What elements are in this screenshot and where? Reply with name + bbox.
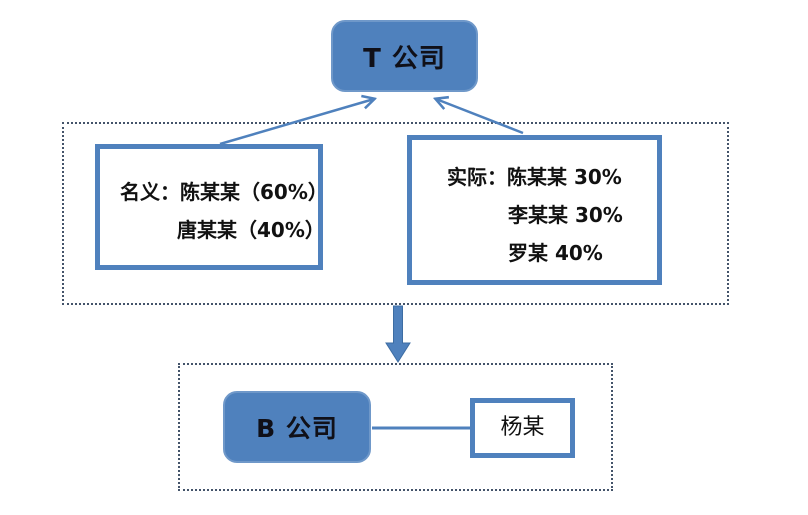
- actual-shareholders-box: 实际：陈某某 30% 李某某 30% 罗某 40%: [407, 135, 662, 285]
- yang-node: 杨某: [470, 398, 575, 458]
- t-company-label: T 公司: [363, 43, 446, 74]
- nominal-line-2: 唐某某（40%）: [177, 218, 325, 242]
- actual-line-2: 李某某 30%: [508, 203, 623, 227]
- b-company-node: B 公司: [223, 391, 371, 463]
- yang-label: 杨某: [500, 415, 545, 440]
- b-company-group-box: [178, 363, 613, 491]
- t-company-node: T 公司: [331, 20, 478, 92]
- shareholders-group-box: [62, 122, 729, 305]
- nominal-shareholders-box: 名义：陈某某（60%） 唐某某（40%）: [95, 144, 328, 270]
- b-company-label: B 公司: [256, 414, 338, 443]
- arrow-group-to-b-group: [385, 305, 411, 363]
- nominal-line-1: 名义：陈某某（60%）: [120, 180, 328, 204]
- actual-line-3: 罗某 40%: [508, 241, 603, 265]
- actual-line-1: 实际：陈某某 30%: [447, 165, 622, 189]
